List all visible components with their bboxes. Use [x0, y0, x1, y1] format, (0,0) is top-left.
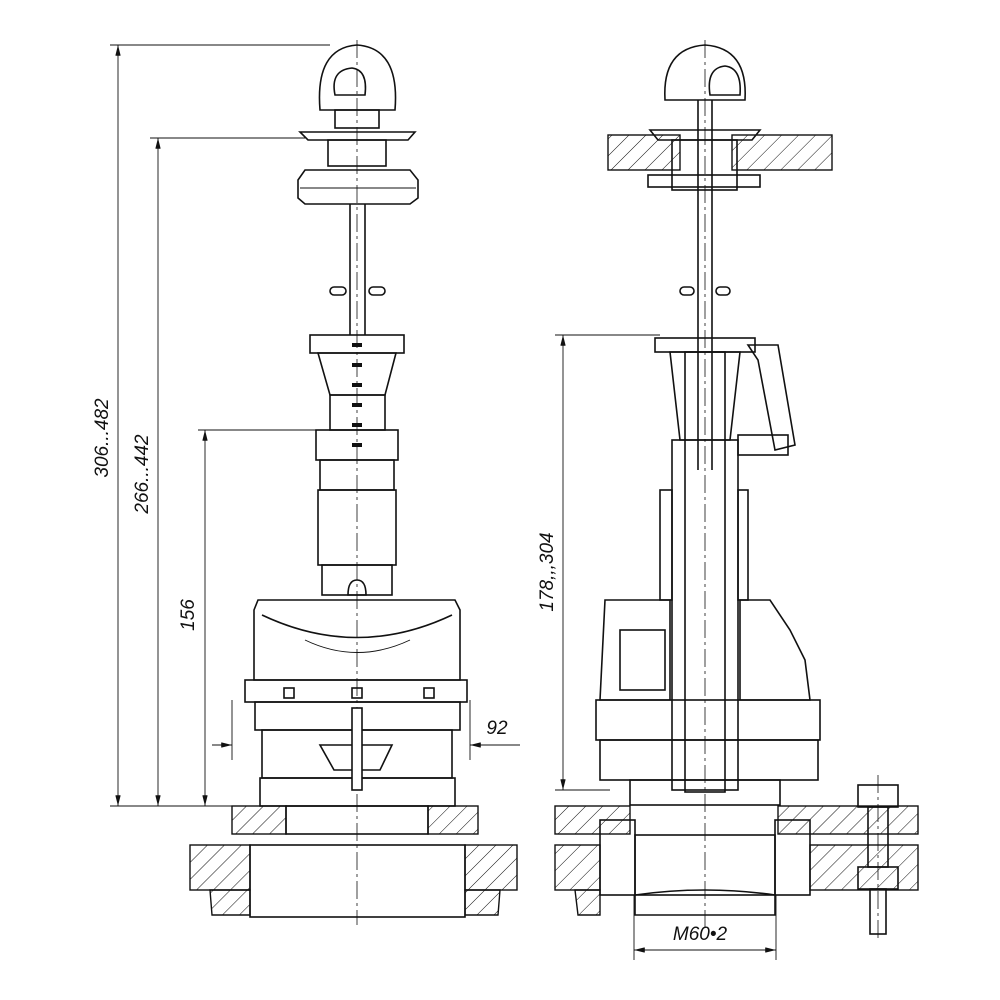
mounting-bolt — [857, 775, 899, 940]
tank-bottom-section — [189, 805, 518, 918]
flush-button-head — [297, 44, 419, 205]
dim-valve-height: 156 — [178, 599, 199, 631]
dimension-lines — [110, 44, 777, 960]
dim-mount-height: 266...442 — [132, 434, 153, 515]
dim-overall-height: 306...482 — [92, 398, 113, 478]
float-assembly — [309, 334, 405, 596]
tank-bottom-section-right — [554, 805, 919, 916]
flush-button-section — [607, 44, 833, 470]
dim-thread: M60•2 — [673, 924, 728, 945]
right-view — [554, 40, 919, 940]
actuator-rod — [329, 204, 386, 335]
valve-housing — [244, 599, 468, 807]
dim-overflow-height: 178,,,304 — [537, 532, 558, 611]
left-view — [189, 40, 518, 925]
dim-base-width: 92 — [486, 718, 508, 739]
overflow-tube-section — [654, 337, 796, 793]
valve-housing-section — [595, 599, 821, 806]
